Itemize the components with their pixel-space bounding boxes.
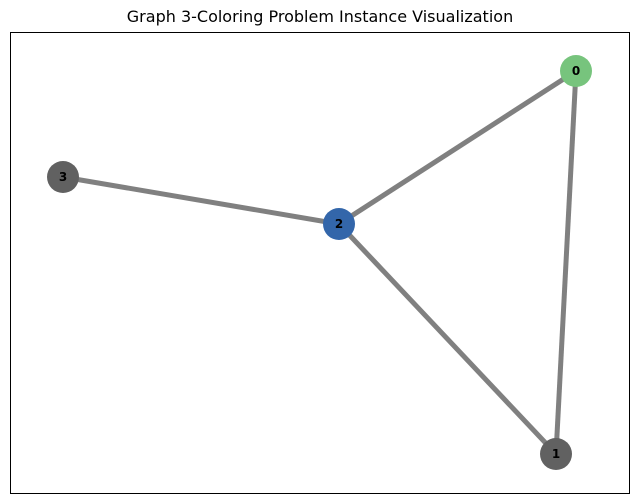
node-label-2: 2 [335,217,343,231]
node-label-3: 3 [59,170,67,184]
plot-frame [10,32,630,494]
node-1: 1 [540,438,572,470]
node-circle-3 [47,161,79,193]
node-circle-0 [560,55,592,87]
node-3: 3 [47,161,79,193]
node-label-0: 0 [572,64,580,78]
nodes-layer: 0 1 2 3 [47,55,592,470]
edge-0-1 [553,70,579,455]
edges-layer [62,68,579,456]
edge-0-2 [337,68,578,227]
node-label-1: 1 [552,447,560,461]
edge-3-2 [62,174,340,227]
edge-2-1 [337,222,558,456]
node-circle-2 [323,208,355,240]
node-circle-1 [540,438,572,470]
node-0: 0 [560,55,592,87]
node-2: 2 [323,208,355,240]
chart-title: Graph 3-Coloring Problem Instance Visual… [126,7,514,26]
